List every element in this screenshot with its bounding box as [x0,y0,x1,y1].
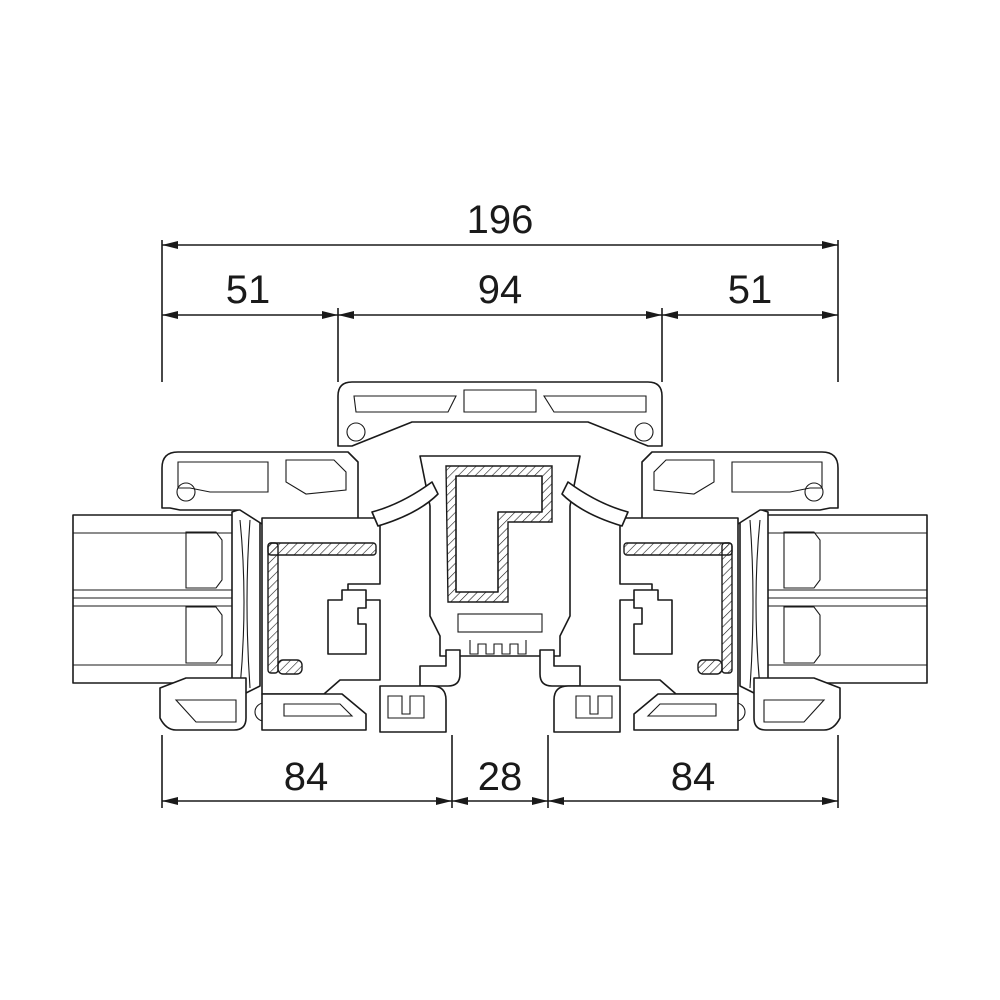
dim-label-top-center: 94 [478,268,523,312]
dim-label-top-right: 51 [728,268,773,312]
profile-cross-section [72,381,928,733]
mullion-feet [379,685,621,733]
gasket-right [739,507,769,695]
dim-label-overall: 196 [467,198,534,242]
dim-label-bottom-center: 28 [478,755,523,799]
sash-right-inner [619,517,739,731]
dim-label-bottom-right: 84 [671,755,716,799]
glazing-right [758,514,928,684]
dim-label-top-left: 51 [226,268,271,312]
sash-left-inner [261,517,381,731]
sash-right [641,451,841,731]
gasket-left [231,507,261,695]
dimension-labels: 196 51 94 51 84 28 84 [226,198,773,799]
sash-left [159,451,359,731]
mullion-body [371,455,629,687]
dim-label-bottom-left: 84 [284,755,329,799]
glazing-left [72,514,242,684]
dimension-lines [161,240,839,808]
mullion-cap [337,381,663,447]
